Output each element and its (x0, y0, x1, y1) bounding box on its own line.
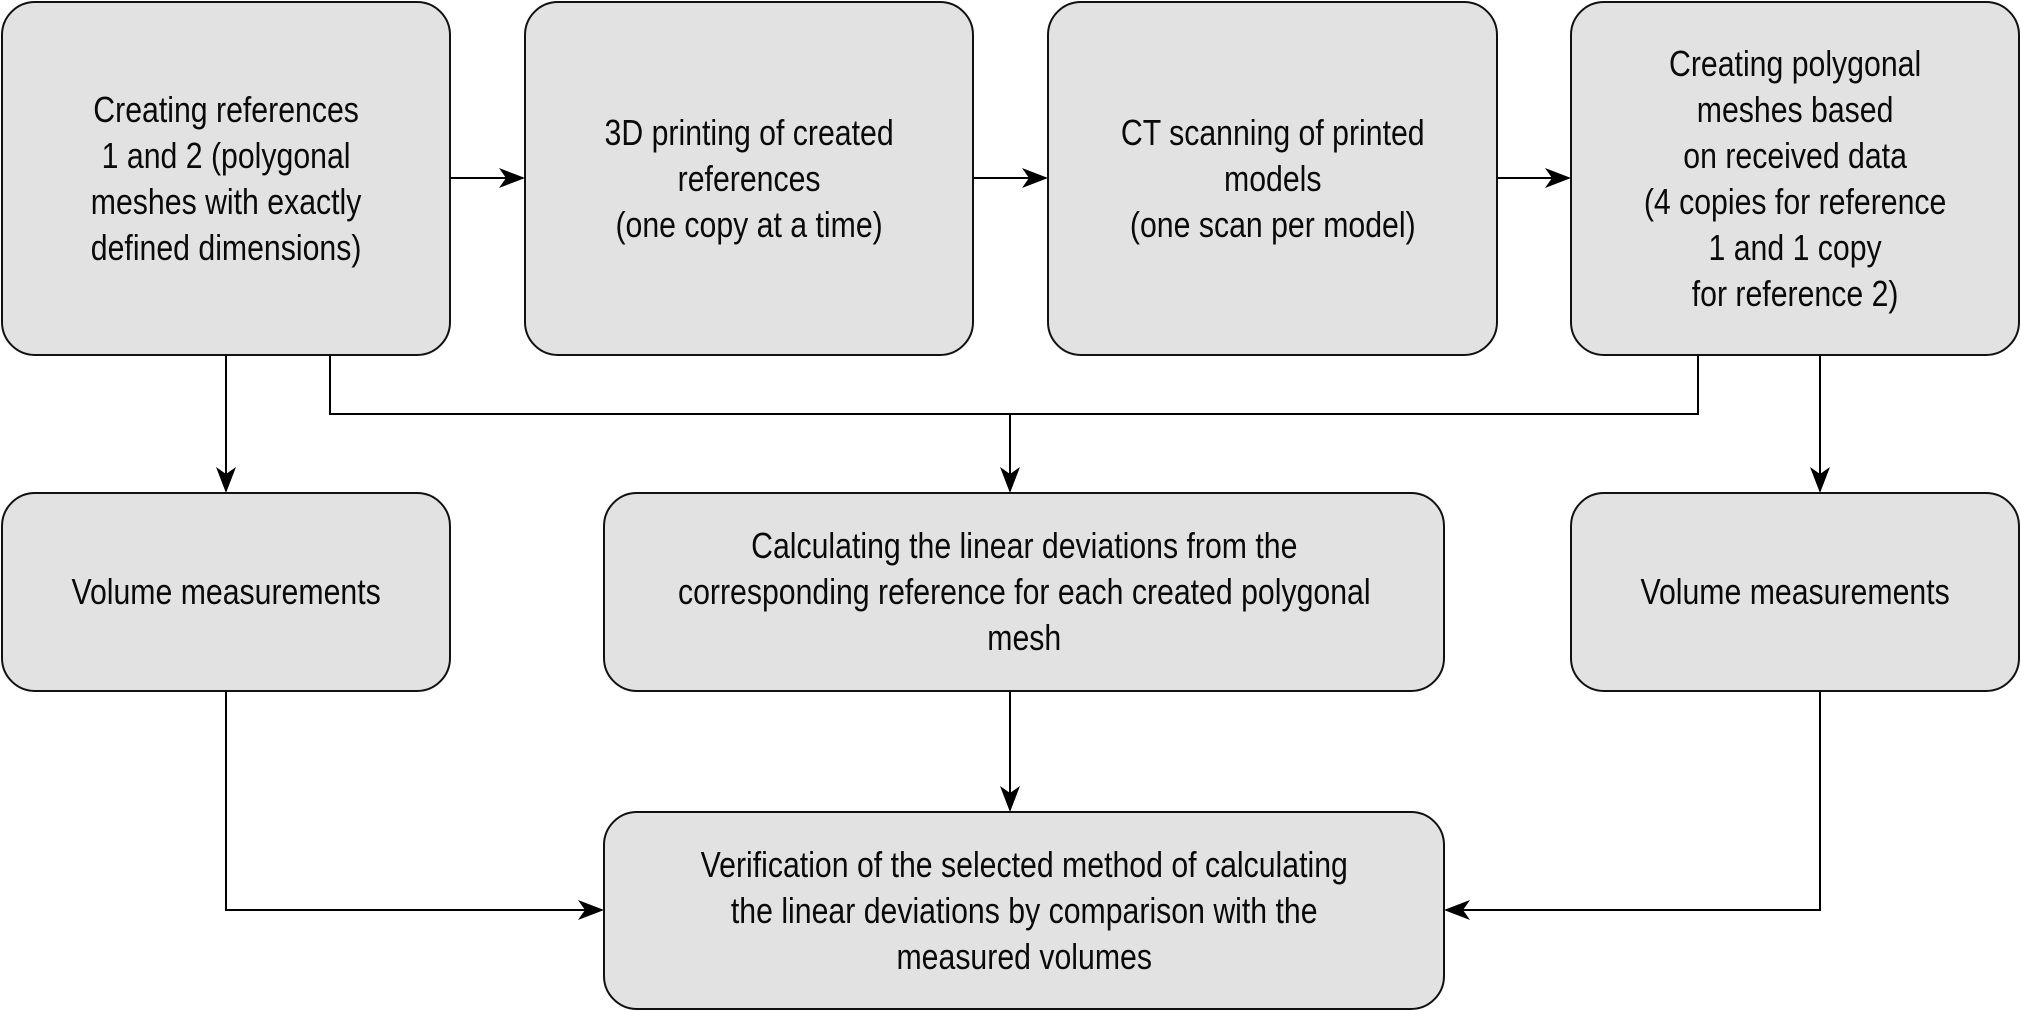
node-line: 1 and 1 copy (1708, 226, 1882, 268)
node-calculating-linear-deviations: Calculating the linear deviations from t… (603, 492, 1445, 692)
node-label: Volume measurements (71, 569, 380, 615)
node-ct-scanning: CT scanning of printed models (one scan … (1047, 1, 1498, 356)
node-line: measured volumes (896, 935, 1152, 977)
node-line: Calculating the linear deviations from t… (750, 525, 1298, 566)
node-creating-polygonal-meshes: Creating polygonal meshes based on recei… (1570, 1, 2020, 356)
node-label: Calculating the linear deviations from t… (678, 523, 1371, 661)
node-line: models (1223, 157, 1322, 199)
node-line: (one copy at a time) (615, 203, 883, 245)
node-verification: Verification of the selected method of c… (603, 811, 1445, 1010)
node-creating-references: Creating references 1 and 2 (polygonal m… (1, 1, 451, 356)
node-line: defined dimensions) (90, 226, 362, 268)
node-line: mesh (987, 617, 1061, 658)
node-line: on received data (1683, 134, 1907, 176)
node-label: Verification of the selected method of c… (700, 842, 1347, 980)
node-line: for reference 2) (1691, 272, 1899, 314)
edge-n7-n8 (1444, 692, 1821, 920)
edge-merge-connector (329, 356, 1699, 415)
node-line: Creating polygonal (1668, 42, 1922, 84)
node-label: Volume measurements (1640, 569, 1949, 615)
node-label: 3D printing of created references (one c… (604, 110, 893, 248)
node-line: CT scanning of printed (1120, 111, 1425, 153)
node-line: 3D printing of created (604, 111, 894, 153)
node-line: corresponding reference for each created… (677, 571, 1371, 612)
node-line: (one scan per model) (1129, 203, 1416, 245)
node-line: the linear deviations by comparison with… (730, 889, 1318, 931)
node-label: Creating references 1 and 2 (polygonal m… (91, 87, 362, 271)
edge-n5-n8 (225, 692, 604, 920)
node-volume-measurements-right: Volume measurements (1570, 492, 2020, 692)
node-line: Creating references (93, 88, 359, 130)
node-line: 1 and 2 (polygonal (101, 134, 351, 176)
node-line: meshes with exactly (90, 180, 362, 222)
node-volume-measurements-left: Volume measurements (1, 492, 451, 692)
node-line: Volume measurements (71, 571, 381, 612)
node-line: (4 copies for reference (1643, 180, 1947, 222)
node-line: Verification of the selected method of c… (700, 843, 1348, 885)
node-line: meshes based (1696, 88, 1894, 130)
node-label: CT scanning of printed models (one scan … (1121, 110, 1425, 248)
node-label: Creating polygonal meshes based on recei… (1644, 41, 1947, 317)
node-line: Volume measurements (1640, 571, 1950, 612)
node-line: references (677, 157, 821, 199)
node-3d-printing: 3D printing of created references (one c… (524, 1, 974, 356)
